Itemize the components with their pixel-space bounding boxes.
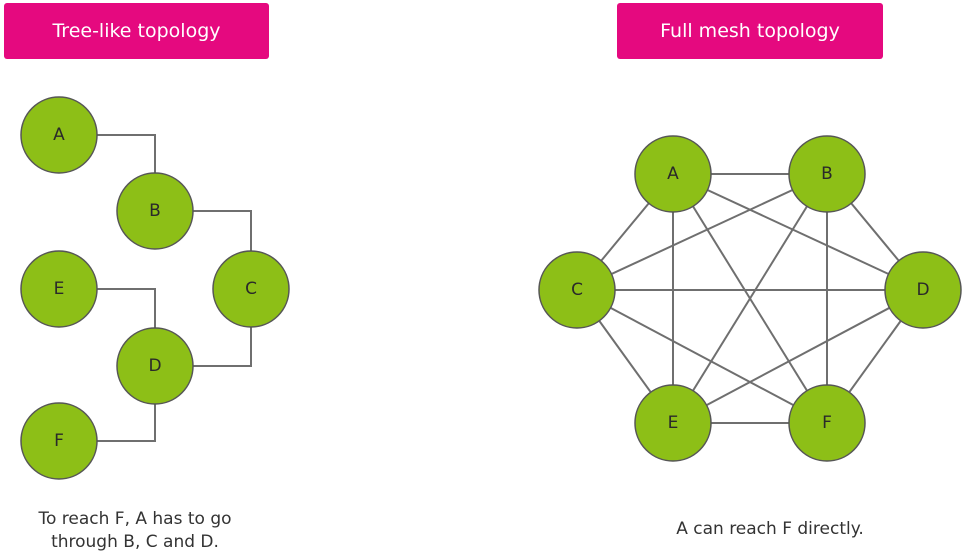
tree-topology-title: Tree-like topology (4, 3, 269, 59)
mesh-node-c: C (538, 251, 616, 329)
tree-caption: To reach F, A has to go through B, C and… (38, 509, 232, 552)
mesh-node-circle (788, 384, 866, 462)
mesh-node-label: D (916, 280, 929, 300)
mesh-node-e: E (634, 384, 712, 462)
tree-node-label: A (53, 125, 65, 145)
mesh-node-circle (634, 384, 712, 462)
mesh-node-label: C (571, 280, 583, 300)
mesh-edge-b-c (576, 173, 828, 291)
tree-node-label: F (54, 431, 64, 451)
tree-node-e: E (20, 250, 98, 328)
tree-node-label: B (149, 201, 161, 221)
mesh-node-label: B (821, 164, 833, 184)
tree-node-label: D (148, 356, 161, 376)
mesh-node-d: D (884, 251, 962, 329)
mesh-node-label: E (668, 413, 679, 433)
tree-node-b: B (116, 172, 194, 250)
tree-node-c: C (212, 250, 290, 328)
tree-node-circle (20, 250, 98, 328)
mesh-edge-d-e (672, 289, 924, 424)
mesh-caption: A can reach F directly. (676, 519, 864, 539)
mesh-edge-a-d (672, 173, 924, 291)
mesh-node-circle (634, 135, 712, 213)
tree-node-f: F (20, 402, 98, 480)
tree-nodes: A B C D E F (20, 96, 290, 480)
mesh-node-f: F (788, 384, 866, 462)
mesh-nodes: A B C D E F (538, 135, 962, 462)
tree-node-circle (116, 172, 194, 250)
tree-node-d: D (116, 327, 194, 405)
tree-node-circle (116, 327, 194, 405)
mesh-edge-b-e (672, 173, 828, 424)
mesh-node-label: F (822, 413, 832, 433)
mesh-topology-title: Full mesh topology (617, 3, 883, 59)
tree-node-circle (20, 96, 98, 174)
tree-node-label: E (54, 279, 65, 299)
mesh-node-circle (884, 251, 962, 329)
tree-node-a: A (20, 96, 98, 174)
tree-node-label: C (245, 279, 257, 299)
mesh-node-b: B (788, 135, 866, 213)
tree-node-circle (20, 402, 98, 480)
mesh-node-label: A (667, 164, 679, 184)
mesh-node-a: A (634, 135, 712, 213)
mesh-edges (576, 173, 924, 424)
mesh-node-circle (538, 251, 616, 329)
mesh-node-circle (788, 135, 866, 213)
tree-node-circle (212, 250, 290, 328)
mesh-edge-c-f (576, 289, 828, 424)
